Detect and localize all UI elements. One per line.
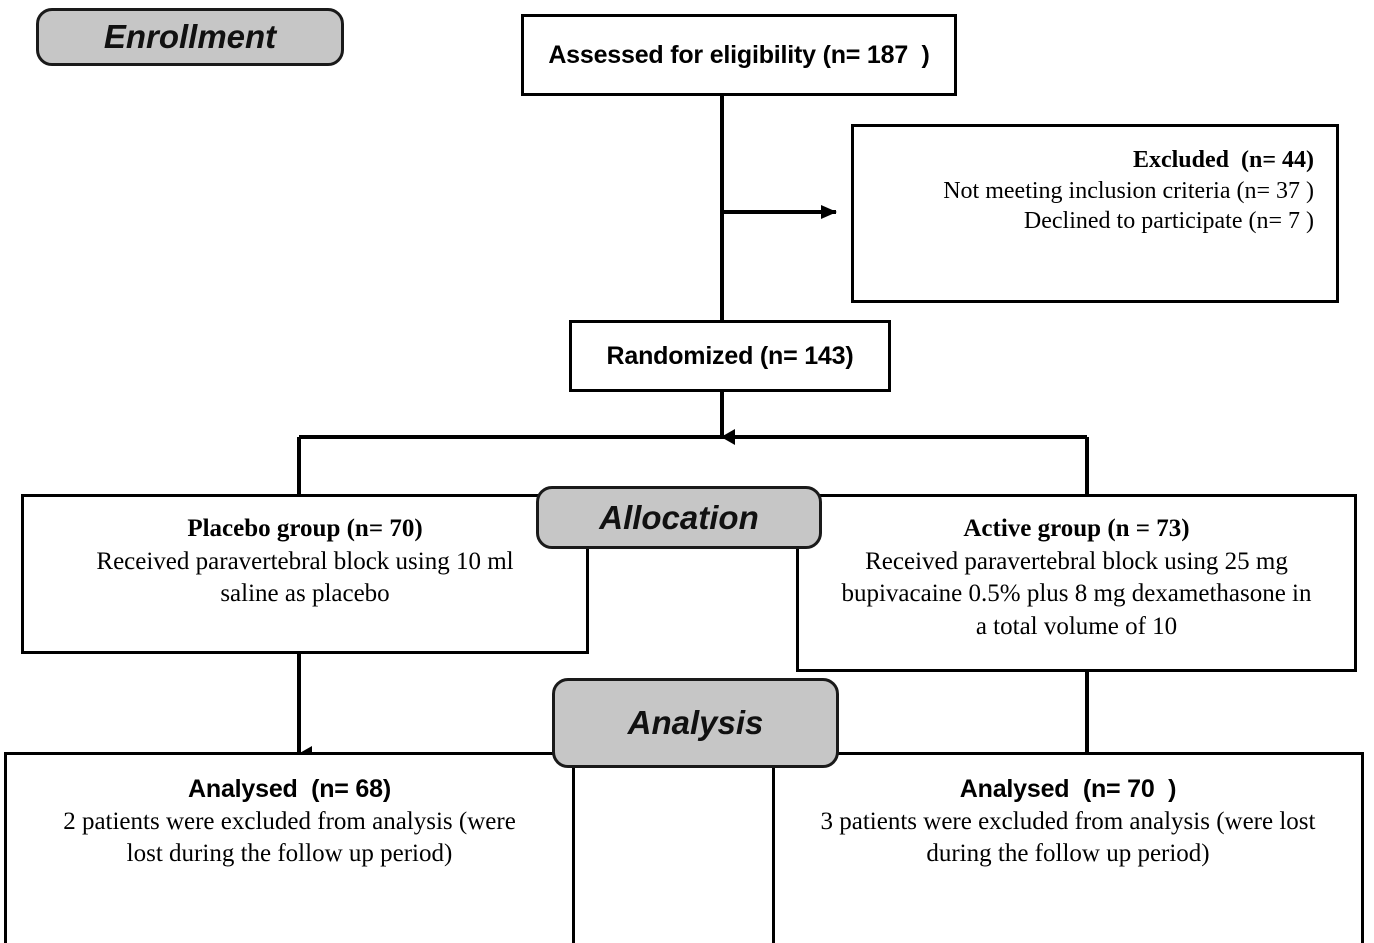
stage-label-analysis-text: Analysis	[627, 704, 764, 741]
stage-label-analysis: Analysis	[552, 678, 839, 768]
stage-label-enrollment: Enrollment	[36, 8, 344, 66]
node-excluded-reason-not-meeting-criteria: Not meeting inclusion criteria (n= 37 )	[943, 177, 1314, 204]
node-excluded: Excluded (n= 44) Not meeting inclusion c…	[851, 124, 1339, 303]
node-active-heading: Active group (n = 73)	[963, 515, 1190, 542]
node-analysed-placebo-heading: Analysed (n= 68)	[188, 775, 391, 803]
node-analysed-placebo-detail-line-2: lost during the follow up period)	[126, 840, 453, 867]
node-active-detail-line-2: bupivacaine 0.5% plus 8 mg dexamethasone…	[841, 580, 1312, 607]
node-placebo-detail-line-2: saline as placebo	[220, 580, 390, 607]
node-randomized: Randomized (n= 143)	[569, 320, 891, 392]
node-placebo-group: Placebo group (n= 70) Received paraverte…	[21, 494, 589, 654]
node-analysed-active-detail-line-1: 3 patients were excluded from analysis (…	[820, 807, 1316, 835]
node-active-group: Active group (n = 73) Received paraverte…	[796, 494, 1357, 672]
node-active-detail-line-1: Received paravertebral block using 25 mg	[865, 547, 1288, 575]
node-placebo-detail-line-1: Received paravertebral block using 10 ml	[96, 547, 514, 575]
node-analysed-placebo: Analysed (n= 68) 2 patients were exclude…	[4, 752, 575, 943]
node-analysed-active-heading: Analysed (n= 70 )	[959, 775, 1177, 803]
stage-label-enrollment-text: Enrollment	[103, 18, 277, 55]
node-placebo-heading: Placebo group (n= 70)	[187, 515, 423, 542]
node-active-detail-line-3: a total volume of 10	[975, 612, 1178, 640]
stage-label-allocation-text: Allocation	[599, 498, 759, 536]
node-analysed-active: Analysed (n= 70 ) 3 patients were exclud…	[772, 752, 1364, 943]
node-excluded-reason-declined: Declined to participate (n= 7 )	[1023, 208, 1314, 235]
node-assessed-for-eligibility: Assessed for eligibility (n= 187 )	[521, 14, 957, 96]
node-analysed-active-detail-line-2: during the follow up period)	[926, 840, 1210, 867]
node-excluded-heading: Excluded (n= 44)	[1132, 147, 1314, 173]
node-analysed-placebo-detail-line-1: 2 patients were excluded from analysis (…	[63, 807, 516, 835]
stage-label-allocation: Allocation	[536, 486, 822, 549]
node-assessed-heading: Assessed for eligibility (n= 187 )	[548, 40, 930, 69]
node-randomized-heading: Randomized (n= 143)	[606, 341, 854, 370]
